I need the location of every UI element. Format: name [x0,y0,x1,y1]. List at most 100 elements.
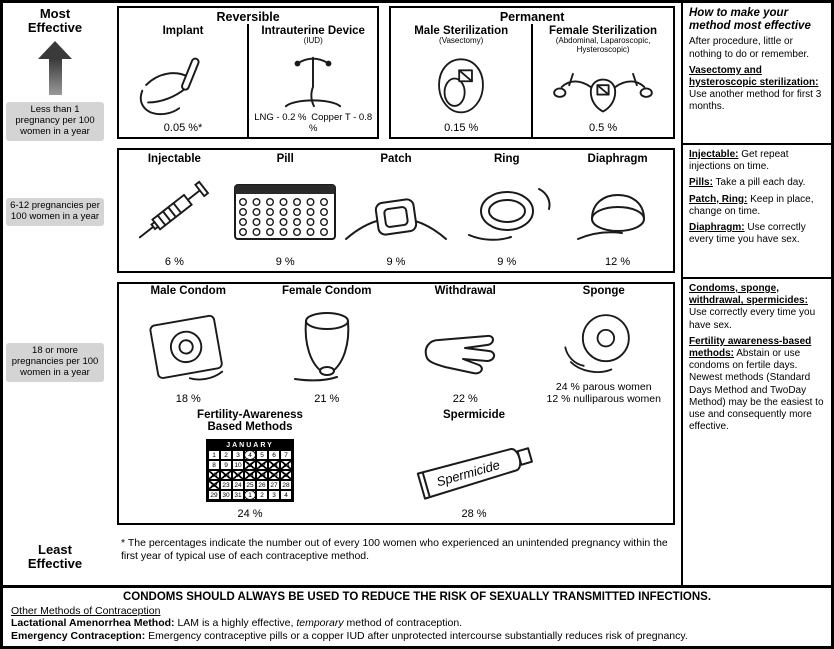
implant-icon [139,57,200,116]
method-spermicide: Spermicide Spermicide 2 [389,408,559,523]
method-failure-rate: 9 % [386,255,406,268]
permanent-header: Permanent [499,10,565,24]
sidebar-note-text: Keep in place, change on time. [689,193,814,217]
reversible-header: Reversible [216,10,280,24]
tier2-row: Injectable [107,145,681,279]
sidebar-section-tier3: Condoms, sponge, withdrawal, spermicides… [683,279,831,585]
calendar-day: 10 [232,460,244,471]
sidebar-note-label: Patch, Ring: [689,193,748,205]
diaphragm-illustration [566,165,670,256]
calendar-day: 4 [280,490,292,501]
calendar-day: 21 [280,470,292,481]
calendar-day: 5 [256,450,268,461]
method-ring: Ring 9 % [451,150,562,271]
female-condom-illustration [275,297,379,393]
tier3-box: Male Condom [117,282,675,525]
pill-illustration [231,165,339,256]
method-failure-rate: 24 % parous women [555,381,652,393]
method-iud: Intrauterine Device (IUD) [247,24,377,137]
arrow-head [38,40,72,59]
sidebar-note: After procedure, little or nothing to do… [689,36,810,60]
calendar-month-label: JANUARY [208,441,292,451]
sidebar-note-label: Vasectomy and hysteroscopic sterilizatio… [689,64,819,88]
method-name: Intrauterine Device [261,25,365,37]
tier3-frequency-label: 18 or more pregnancies per 100 women in … [6,343,104,382]
tier1-frequency-label: Less than 1 pregnancy per 100 women in a… [6,102,104,141]
bottom-notes: CONDOMS SHOULD ALWAYS BE USED TO REDUCE … [3,584,831,646]
calendar-day: 4 [244,450,256,461]
method-female-sterilization: Female Sterilization (Abdominal, Laparos… [531,24,673,137]
sidebar-note-pills: Pills: Take a pill each day. [689,177,825,189]
calendar-day: 28 [280,480,292,491]
calendar-day: 25 [244,480,256,491]
method-subtitle: (IUD) [303,36,323,46]
method-name: Withdrawal [434,285,496,297]
sidebar-note-patch-ring: Patch, Ring: Keep in place, change on ti… [689,194,825,218]
spermicide-illustration: Spermicide [399,421,549,508]
tier3-row: Male Condom [107,279,681,531]
method-failure-rate: 24 % [237,507,263,520]
sidebar-note-injectable: Injectable: Get repeat injections on tim… [689,149,825,173]
chart-main-area: Most Effective Less than 1 pregnancy per… [3,3,831,585]
ec-label: Emergency Contraception: [11,630,146,643]
effectiveness-arrow-icon [38,40,72,95]
axis-bottom: Least Effective [3,531,107,585]
sidebar-note-text: Use correctly every time you have sex. [689,307,816,331]
withdrawal-hand-icon [425,335,496,375]
least-effective-label: Least Effective [27,542,83,572]
method-failure-rate: 22 % [452,393,478,405]
calendar-day: 30 [220,490,232,501]
method-sponge: Sponge 24 % parous wom [535,284,674,408]
ring-icon [467,188,551,242]
pill-pack-icon [234,184,337,241]
axis-tier3: 18 or more pregnancies per 100 women in … [3,279,107,531]
method-name: Spermicide [443,409,505,422]
lam-line: Lactational Amenorrhea Method: LAM is a … [11,617,823,630]
calendar-day: 17 [232,470,244,481]
method-name: Fertility-Awareness Based Methods [197,409,303,434]
method-name: Ring [494,153,520,165]
method-failure-rate: 12 % [605,255,631,268]
sidebar-note-vasectomy: Vasectomy and hysteroscopic sterilizatio… [689,65,825,114]
diaphragm-icon [576,194,645,241]
vasectomy-illustration [409,46,513,122]
method-name: Male Condom [150,285,226,297]
calendar-day: 15 [208,470,220,481]
calendar-day: 16 [220,470,232,481]
method-failure-rate: 0.5 % [588,121,618,134]
method-name: Female Condom [282,285,372,297]
sidebar-note-fertility: Fertility awareness-based methods: Absta… [689,336,825,434]
male-condom-illustration [134,297,242,393]
tier2-box: Injectable [117,148,675,273]
sidebar-note-text: Get repeat injections on time. [689,149,789,173]
calendar-day: 6 [268,450,280,461]
calendar-day: 26 [256,480,268,491]
sidebar-note-label: Condoms, sponge, withdrawal, spermicides… [689,283,808,307]
patch-icon [345,198,447,241]
sidebar-note-label: Diaphragm: [689,221,745,233]
iud-icon [285,56,342,107]
method-failure-rate: 28 % [461,507,487,520]
axis-tier2: 6-12 pregnancies per 100 women in a year [3,145,107,279]
sidebar-heading: How to make your method most effective [689,7,811,33]
sidebar-note-condoms: Condoms, sponge, withdrawal, spermicides… [689,283,825,332]
method-name: Injectable [147,153,201,165]
method-fertility-awareness: Fertility-Awareness Based Methods JANUAR… [165,408,335,523]
tier2-frequency-label: 6-12 pregnancies per 100 women in a year [6,198,104,226]
footnote: * The percentages indicate the number ou… [121,537,668,563]
calendar-day: 19 [256,470,268,481]
sponge-illustration [552,297,656,382]
implant-illustration [131,46,235,122]
male-condom-icon [149,314,224,381]
spermicide-tube-icon: Spermicide [416,446,533,500]
sidebar-note-text: Abstain or use condoms on fertile days. … [689,347,824,433]
calendar-day: 29 [208,490,220,501]
method-failure-rate: LNG - 0.2 % Copper T - 0.8 % [254,112,373,134]
calendar-day: 27 [268,480,280,491]
calendar-day: 1 [244,490,256,501]
sidebar-note-text: Use correctly every time you have sex. [689,221,806,246]
injectable-illustration [126,165,222,256]
method-name: Diaphragm [587,153,648,165]
